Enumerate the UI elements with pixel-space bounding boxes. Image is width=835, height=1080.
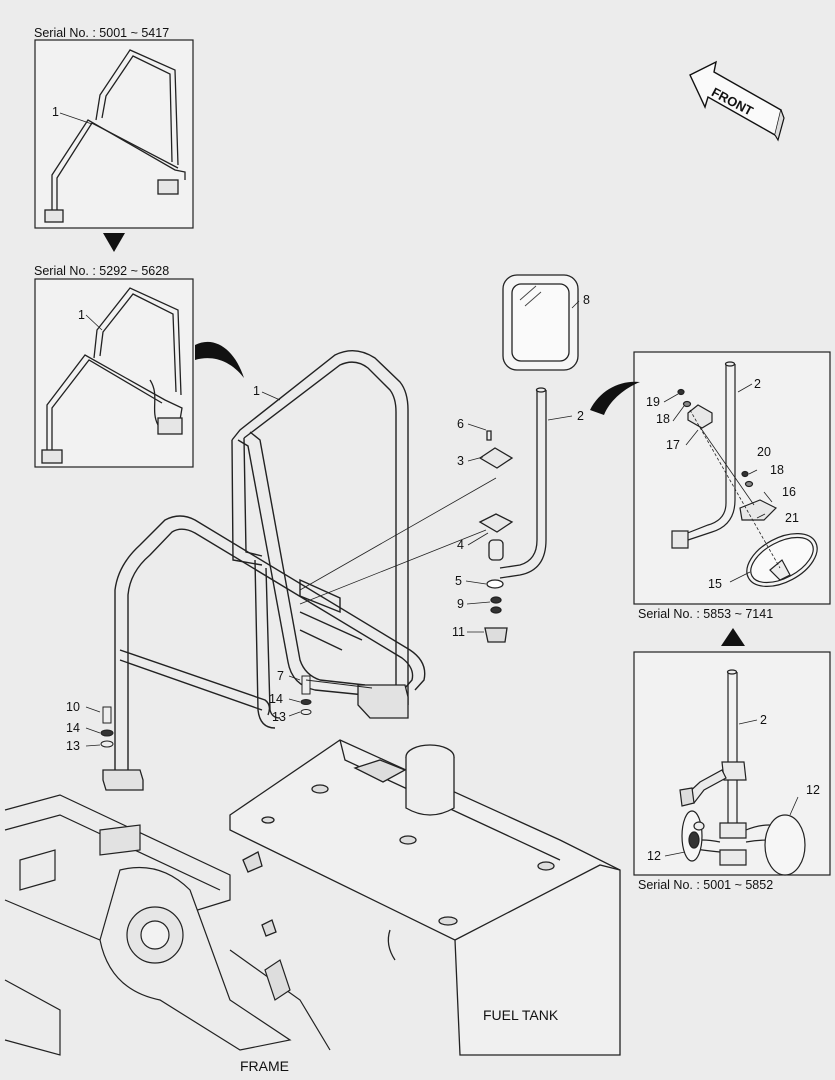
callout-l2: 2 — [760, 713, 767, 727]
frame — [4, 794, 331, 1056]
serial-label-mid-left: Serial No. : 5292 ~ 5628 — [34, 264, 170, 278]
callout-5: 5 — [455, 574, 462, 588]
callout-l12a: 12 — [806, 783, 820, 797]
callout-1-box2: 1 — [78, 308, 85, 322]
callout-r15: 15 — [708, 577, 722, 591]
curved-arrow-icon-2 — [590, 381, 640, 415]
down-arrow-icon — [103, 233, 125, 252]
callout-14-right: 14 — [269, 692, 283, 706]
detail-mirror-lower — [679, 669, 806, 876]
callout-11: 11 — [452, 625, 465, 639]
callout-8: 8 — [583, 293, 590, 307]
callout-r16: 16 — [782, 485, 796, 499]
up-arrow-icon — [721, 628, 745, 646]
callout-4: 4 — [457, 538, 464, 552]
callout-r18a: 18 — [656, 412, 670, 426]
callout-2: 2 — [577, 409, 584, 423]
callout-9: 9 — [457, 597, 464, 611]
serial-label-right-lower: Serial No. : 5001 ~ 5852 — [638, 878, 774, 892]
curved-arrow-icon — [195, 341, 244, 378]
callout-r18b: 18 — [770, 463, 784, 477]
leader-lines — [59, 112, 580, 747]
callout-13-left: 13 — [66, 739, 80, 753]
frame-label: FRAME — [240, 1058, 289, 1074]
callout-l12b: 12 — [647, 849, 661, 863]
serial-label-right-upper: Serial No. : 5853 ~ 7141 — [638, 607, 774, 621]
main-handrail — [114, 350, 426, 770]
serial-label-top-left: Serial No. : 5001 ~ 5417 — [34, 26, 170, 40]
fuel-tank-label: FUEL TANK — [483, 1007, 559, 1023]
callout-13-right: 13 — [272, 710, 286, 724]
fuel-tank — [229, 739, 621, 1056]
callout-1-main: 1 — [253, 384, 260, 398]
handrail-detail-1 — [44, 49, 186, 223]
callout-3: 3 — [457, 454, 464, 468]
leader-lines-right-upper — [663, 383, 773, 583]
callout-r20: 20 — [757, 445, 771, 459]
leader-lines-right-lower — [664, 719, 799, 857]
main-handrail-bases — [102, 684, 409, 791]
callout-6: 6 — [457, 417, 464, 431]
callout-r19: 19 — [646, 395, 660, 409]
detail-box-5292-5628 — [34, 278, 194, 468]
callout-14-left: 14 — [66, 721, 80, 735]
callout-10: 10 — [66, 700, 80, 714]
handrail-detail-2 — [41, 287, 183, 464]
detail-mirror-upper — [671, 361, 818, 587]
callout-7: 7 — [277, 669, 284, 683]
callout-r17: 17 — [666, 438, 680, 452]
bolts-washers — [100, 675, 373, 748]
mirror-assembly — [299, 274, 579, 643]
callout-r21: 21 — [785, 511, 799, 525]
callout-r2: 2 — [754, 377, 761, 391]
front-arrow-icon — [689, 60, 785, 142]
callout-1-box1: 1 — [52, 105, 59, 119]
